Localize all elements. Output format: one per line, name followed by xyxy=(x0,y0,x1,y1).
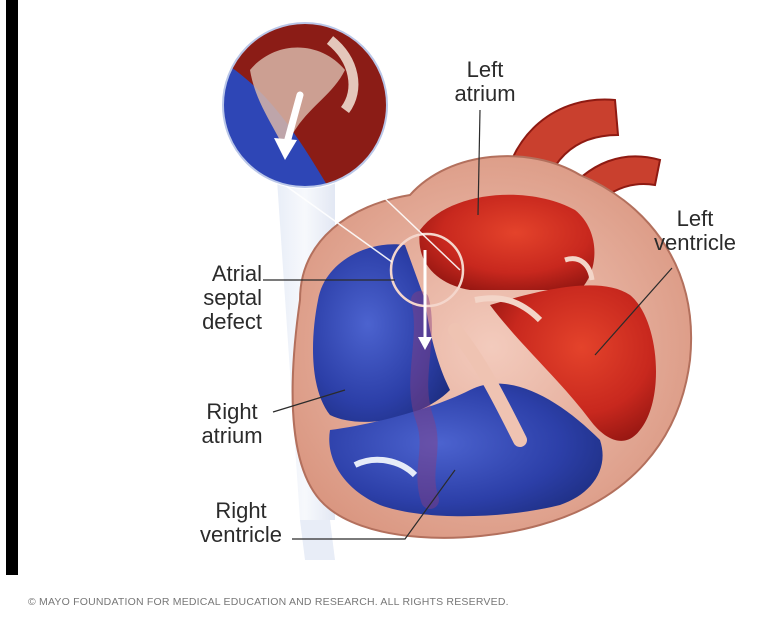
label-left-atrium: Left atrium xyxy=(440,58,530,106)
inferior-vessel xyxy=(300,520,335,560)
label-right-atrium: Right atrium xyxy=(192,400,272,448)
copyright-notice: © MAYO FOUNDATION FOR MEDICAL EDUCATION … xyxy=(28,596,758,608)
label-atrial-septal-defect: Atrial septal defect xyxy=(170,262,262,334)
label-right-ventricle: Right ventricle xyxy=(186,499,296,547)
label-left-ventricle: Left ventricle xyxy=(640,207,750,255)
inset-zoom-view xyxy=(220,20,390,190)
left-atrium-chamber xyxy=(419,195,594,290)
